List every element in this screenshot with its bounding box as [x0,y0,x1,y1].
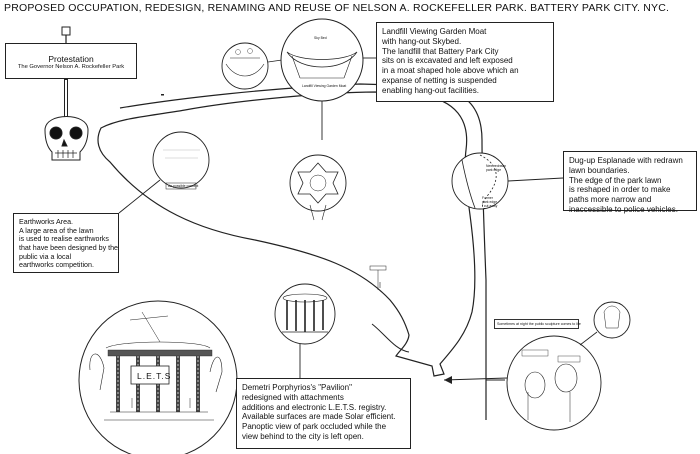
skull-icon [44,116,89,161]
callout-esplanade: Dug-up Esplanade with redrawn lawn bound… [563,151,697,214]
moat-caption: Landfill Viewing Garden Moat [302,84,347,88]
callout-line: with hang-out Skybed. [382,36,462,46]
callout-line: in a moat shaped hole above which an [382,66,519,75]
earthworks-circle [152,131,210,190]
callout-line: that have been designed by the [19,243,118,252]
protestation-sign: Protestation The Governor Nelson A. Rock… [5,43,137,79]
sign-title: Protestation [48,54,94,64]
callout-line: The edge of the park lawn [569,175,662,185]
path-old-label-3: / cut away [482,204,498,208]
arrow-line [443,377,508,381]
callout-line: paths more narrow and [569,195,652,204]
callout-line: inaccessible to police vehicles. [569,204,678,214]
callout-line: Earthworks Area. [19,218,74,226]
callout-line: is reshaped in order to make [569,185,671,195]
callout-pavilion: Demetri Porphyrios's "Pavilion" redesign… [236,378,411,449]
callout-line: is used to realise earthworks [19,235,109,244]
page-title: PROPOSED OCCUPATION, REDESIGN, RENAMING … [4,2,670,14]
callout-line: additions and electronic L.E.T.S. regist… [242,402,387,412]
lets-label: L.E.T.S [137,371,172,381]
crowd-circle [221,42,269,90]
callout-line: expanse of netting is suspended [382,75,497,85]
callout-line: A large area of the lawn [19,226,94,235]
callout-line: view behind to the city is left open. [242,431,364,441]
callout-line: public via a local [19,252,72,261]
callout-line: sits on is excavated and left exposed [382,56,513,66]
esplanade-circle [451,152,509,210]
sculpture-small-circle [593,301,631,339]
callout-moat: Landfill Viewing Garden Moat with hang-o… [376,22,554,102]
callout-line: lawn boundaries. [569,165,630,175]
callout-line: enabling hang-out facilities. [382,85,479,95]
callout-line: earthworks competition. [19,261,94,270]
callout-line: The landfill that Battery Park City [382,46,499,56]
skybed-label: Sky Bed [314,36,327,40]
pavilion-circle [274,283,336,345]
path-new-label: New redrawn [486,164,506,168]
callout-line: Demetri Porphyrios's "Pavilion" [242,383,352,392]
callout-line: Dug-up Esplanade with redrawn [569,156,683,165]
sign-subtitle: The Governor Nelson A. Rockefeller Park [17,64,125,70]
moat-circle [280,18,364,102]
path-new-label-2: park edge [486,168,502,172]
arrow-head-icon [444,376,452,384]
path-old-label-2: park edge [482,200,498,204]
callout-line: Landfill Viewing Garden Moat [382,27,487,36]
small-signpost [369,265,387,290]
lower-path [371,323,410,353]
sculpture-large-circle [506,335,602,431]
lets-pavilion-circle [78,300,238,454]
earthworks-caption: An possible concept [168,184,199,188]
sculpture-note: Sometimes at night the public sculpture … [494,319,581,329]
callout-line: Panoptic view of park occluded while the [242,422,387,431]
sign-pole-top [61,26,71,36]
path-old-label: Former [482,196,493,200]
callout-earthworks: Earthworks Area. A large area of the law… [13,213,119,273]
callout-line: Available surfaces are made Solar effici… [242,412,396,422]
skybed-star-circle [289,154,347,221]
callout-line: redesigned with attachments [242,392,344,402]
